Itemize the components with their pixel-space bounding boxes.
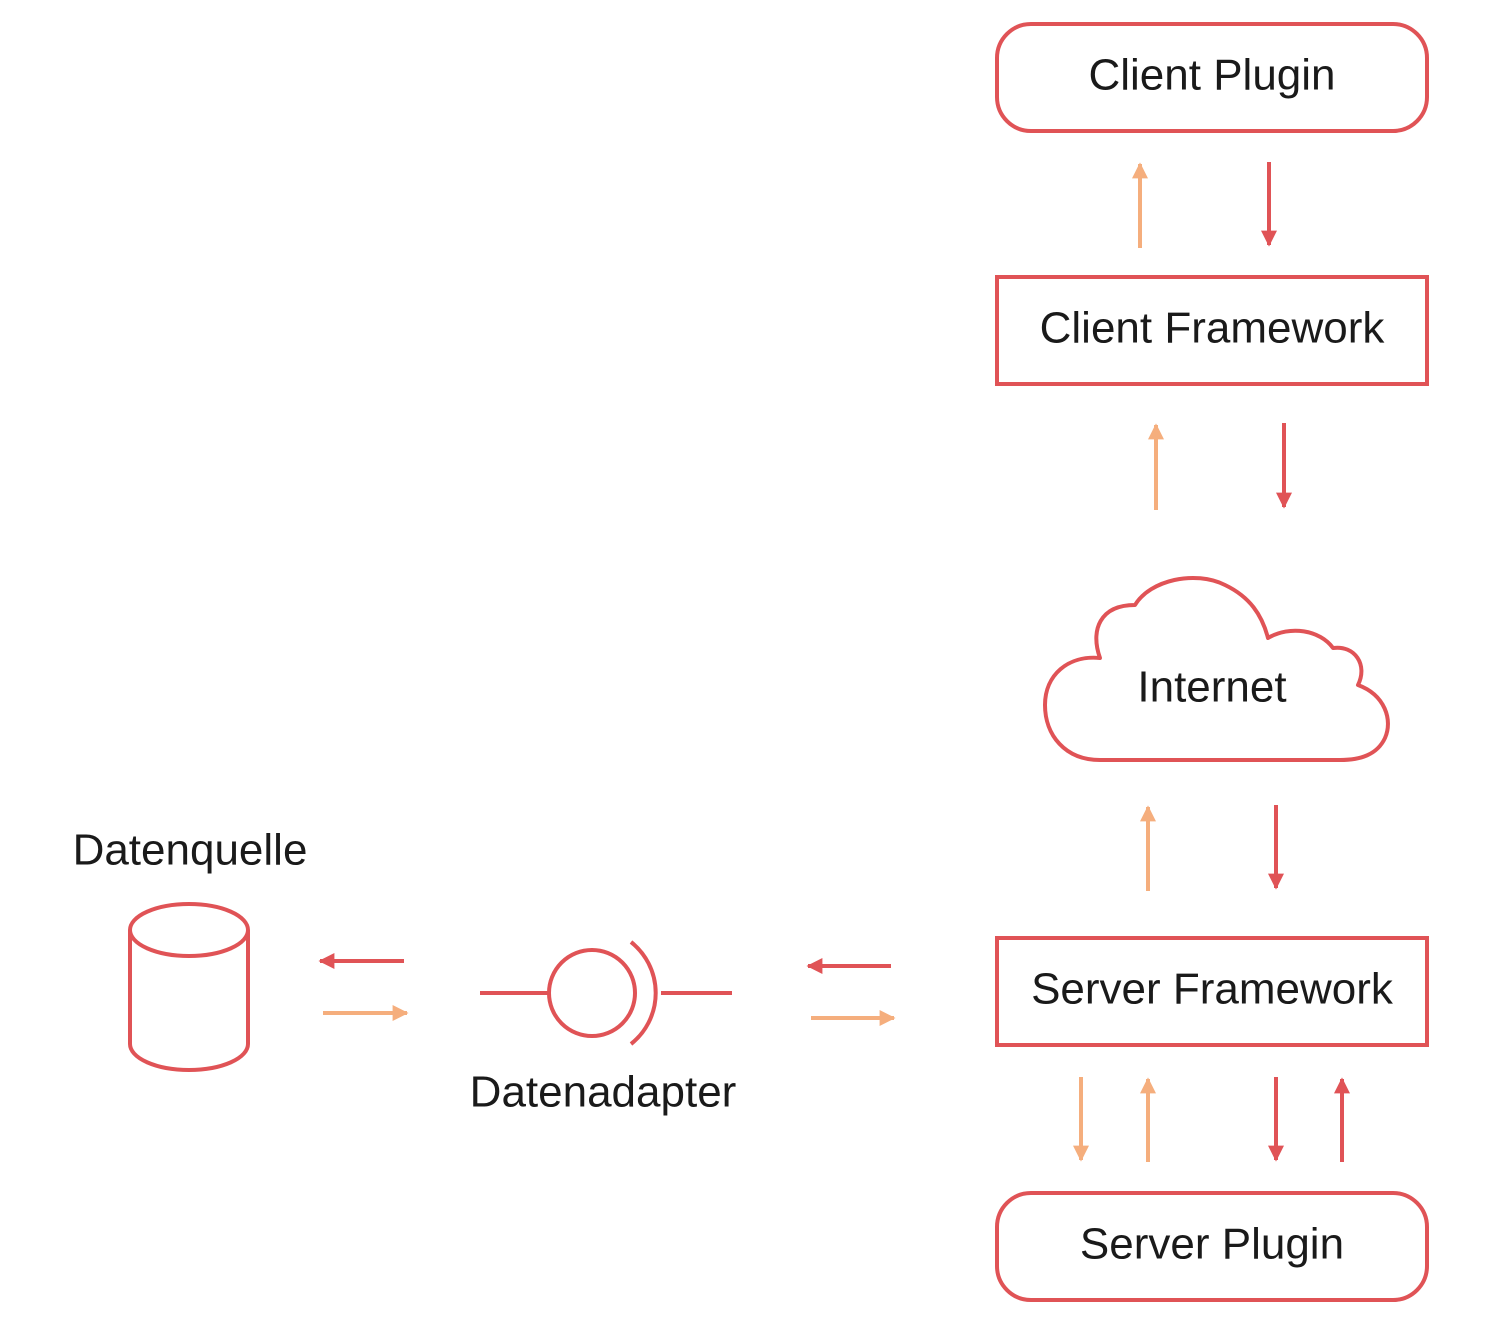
server-framework-box [995, 936, 1429, 1047]
client-framework-node: Client Framework [995, 275, 1429, 386]
interface-socket-icon [480, 940, 732, 1046]
server-plugin-node: Server Plugin [995, 1191, 1429, 1302]
datenadapter-node: Datenadapter [470, 940, 737, 1117]
client-plugin-box [995, 22, 1429, 133]
server-plugin-label: Server Plugin [1080, 1220, 1344, 1269]
cloud-icon [1043, 576, 1390, 762]
internet-node: Internet [1043, 576, 1390, 762]
server-framework-node: Server Framework [995, 936, 1429, 1047]
database-icon [128, 902, 250, 1072]
server-framework-label: Server Framework [1031, 965, 1394, 1014]
client-framework-box [995, 275, 1429, 386]
internet-label: Internet [1137, 663, 1286, 712]
client-framework-label: Client Framework [1040, 304, 1386, 353]
datenquelle-label: Datenquelle [73, 826, 308, 875]
datenquelle-node: Datenquelle [73, 826, 308, 1072]
server-plugin-box [995, 1191, 1429, 1302]
client-plugin-node: Client Plugin [995, 22, 1429, 133]
datenadapter-label: Datenadapter [470, 1068, 737, 1117]
client-plugin-label: Client Plugin [1088, 51, 1335, 100]
